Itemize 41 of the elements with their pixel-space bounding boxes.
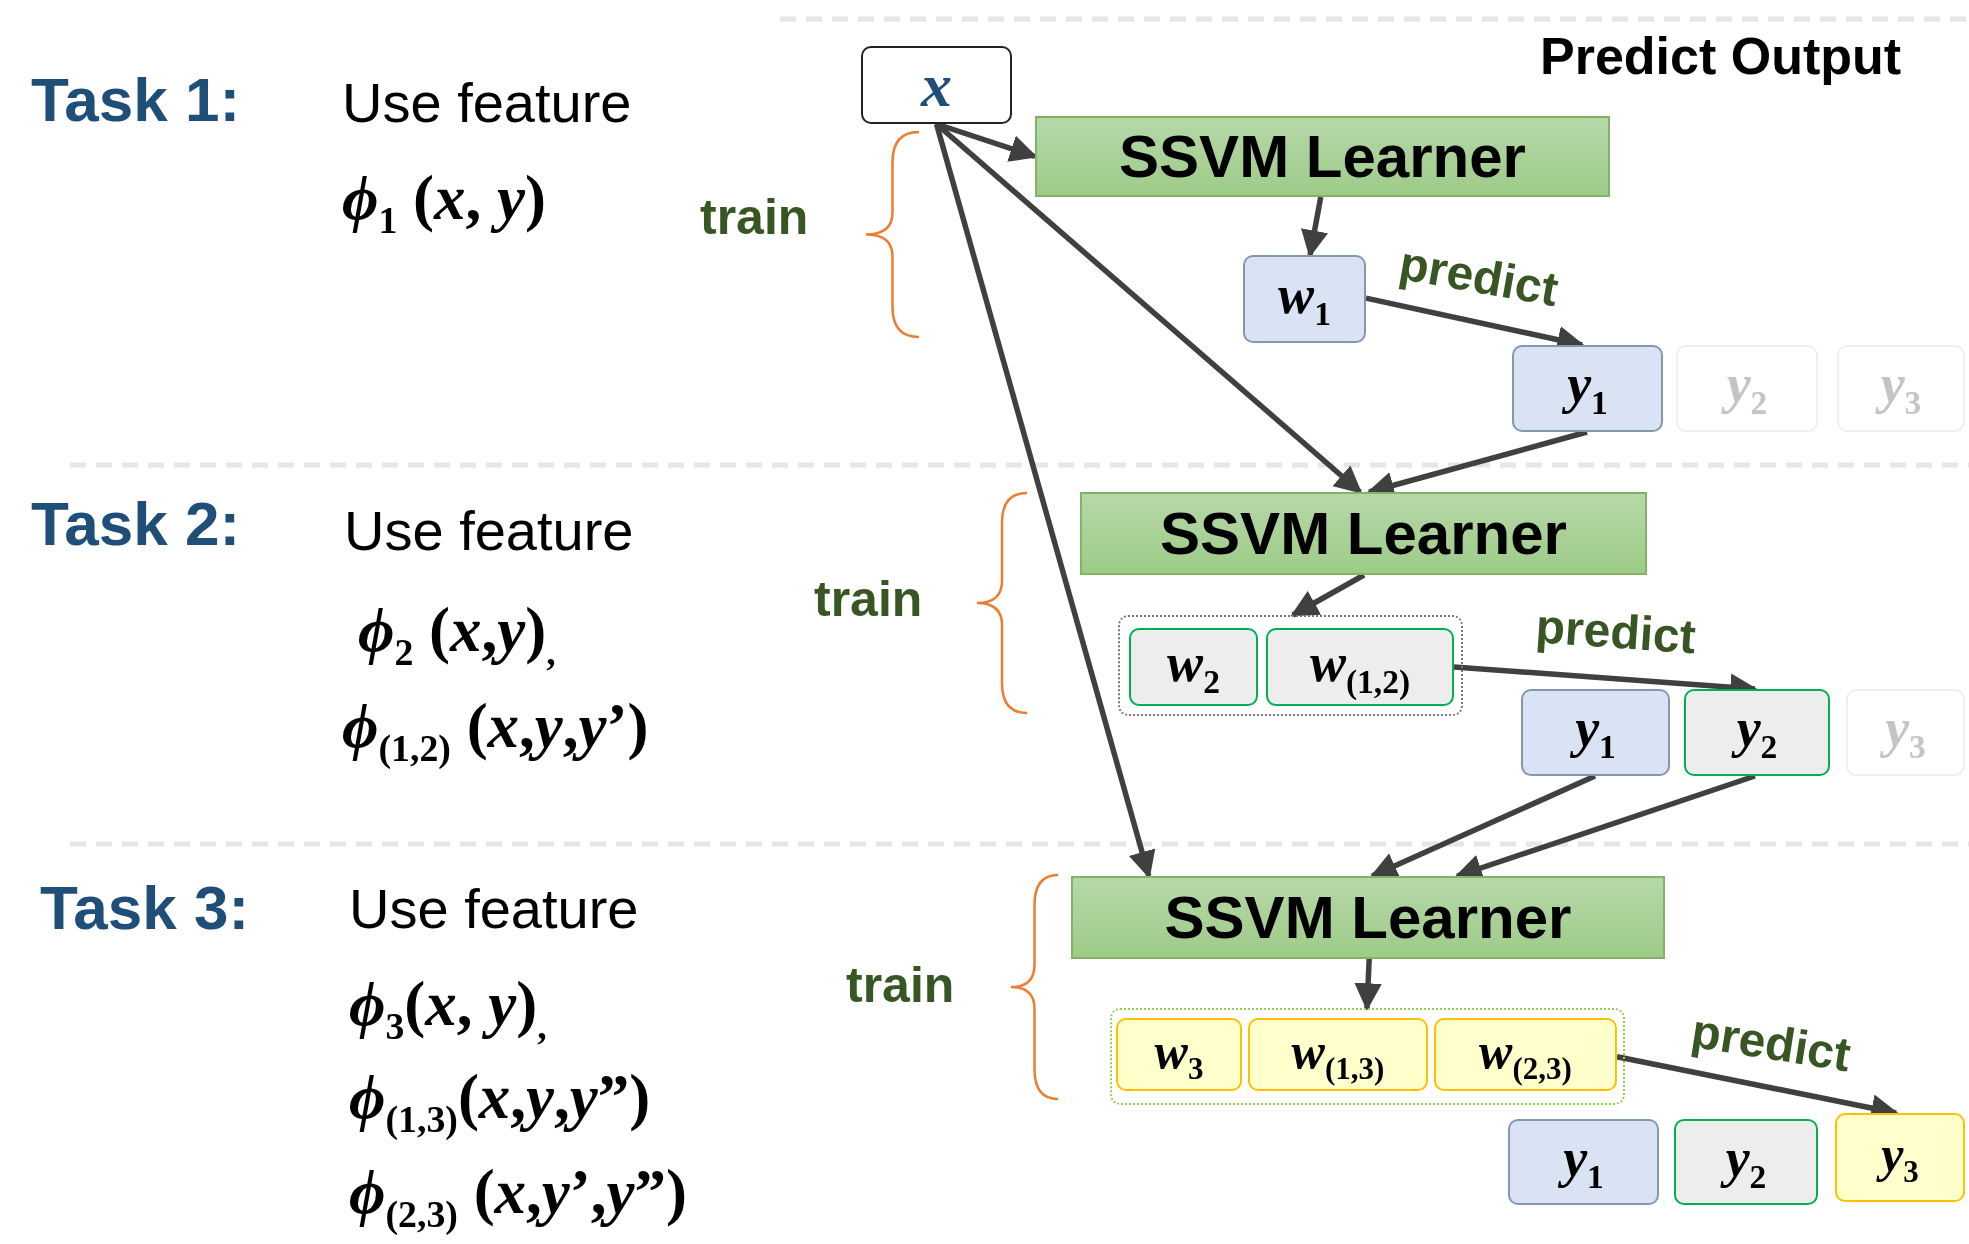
learner-box: SSVM Learner	[1071, 876, 1665, 959]
weight-box: w$_{(1,2)}$	[1266, 628, 1454, 706]
heading: Predict Output	[1540, 28, 1902, 86]
feature-formula: ϕ$_{1}$ (x, y)	[342, 164, 547, 242]
output-box: y$_{3}$	[1835, 1113, 1965, 1202]
output-box: y$_{1}$	[1521, 689, 1670, 776]
train-label: train	[814, 572, 923, 627]
arrow	[1354, 958, 1382, 1011]
description-text: Use feature	[349, 878, 639, 940]
arrow	[1369, 773, 1597, 879]
feature-formula: ϕ$_{(1,3)}$(x,y,y”)	[349, 1063, 651, 1141]
output-box: y$_{1}$	[1508, 1119, 1659, 1205]
output-box: y$_{3}$	[1846, 689, 1965, 776]
output-box: y$_{2}$	[1676, 345, 1818, 432]
feature-formula: ϕ$_{(1,2)}$ (x,y,y’)	[342, 692, 649, 770]
task-title: Task 1:	[31, 66, 241, 135]
weight-box: w$_{2}$	[1129, 628, 1258, 706]
train-label: train	[846, 958, 955, 1013]
weight-box: w$_{1}$	[1243, 255, 1366, 343]
feature-formula: ϕ$_{3}$(x, y)$_{,}$	[349, 970, 547, 1048]
arrow	[1301, 196, 1329, 258]
weight-group	[1110, 1008, 1625, 1105]
learner-box: SSVM Learner	[1080, 492, 1647, 575]
task-title: Task 2:	[31, 490, 241, 559]
weight-box: w$_{(2,3)}$	[1434, 1018, 1617, 1091]
input-box: x	[861, 46, 1012, 124]
weight-group	[1118, 615, 1463, 716]
feature-formula: ϕ$_{2}$ (x,y)$_{,}$	[358, 596, 556, 674]
output-box: y$_{1}$	[1512, 345, 1663, 432]
task-title: Task 3:	[40, 874, 250, 943]
description-text: Use feature	[342, 72, 632, 134]
weight-box: w$_{(1,3)}$	[1248, 1018, 1428, 1091]
weight-box: w$_{3}$	[1116, 1018, 1242, 1091]
output-box: y$_{2}$	[1674, 1119, 1818, 1205]
output-box: y$_{3}$	[1837, 345, 1965, 432]
train-label: train	[700, 190, 809, 245]
description-text: Use feature	[344, 500, 634, 562]
arrow	[933, 123, 1156, 879]
learner-box: SSVM Learner	[1035, 116, 1610, 197]
feature-formula: ϕ$_{(2,3)}$ (x,y’,y”)	[349, 1158, 687, 1236]
output-box: y$_{2}$	[1684, 689, 1830, 776]
